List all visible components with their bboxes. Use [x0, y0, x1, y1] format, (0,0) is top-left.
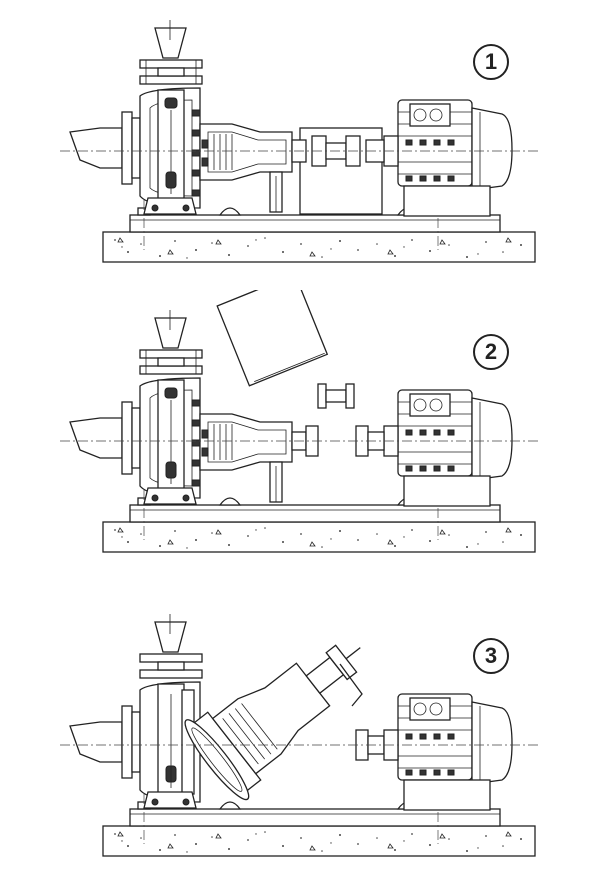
lifting-hook	[339, 663, 363, 707]
step-2-badge: 2	[473, 334, 509, 370]
step-1-drawing	[60, 19, 540, 263]
step-3-drawing	[60, 614, 540, 857]
removed-coupling-guard	[216, 290, 329, 387]
coupling-guard	[299, 127, 383, 215]
step-1-panel: 1	[0, 0, 612, 280]
back-pull-out-unit	[184, 644, 361, 801]
step-3-badge: 3	[473, 638, 509, 674]
step-3-panel: 3	[0, 594, 612, 874]
removed-spacer	[317, 383, 355, 409]
step-2-drawing	[60, 290, 540, 553]
step-1-badge: 1	[473, 44, 509, 80]
pump-casing	[69, 614, 203, 809]
step-2-panel: 2	[0, 290, 612, 570]
